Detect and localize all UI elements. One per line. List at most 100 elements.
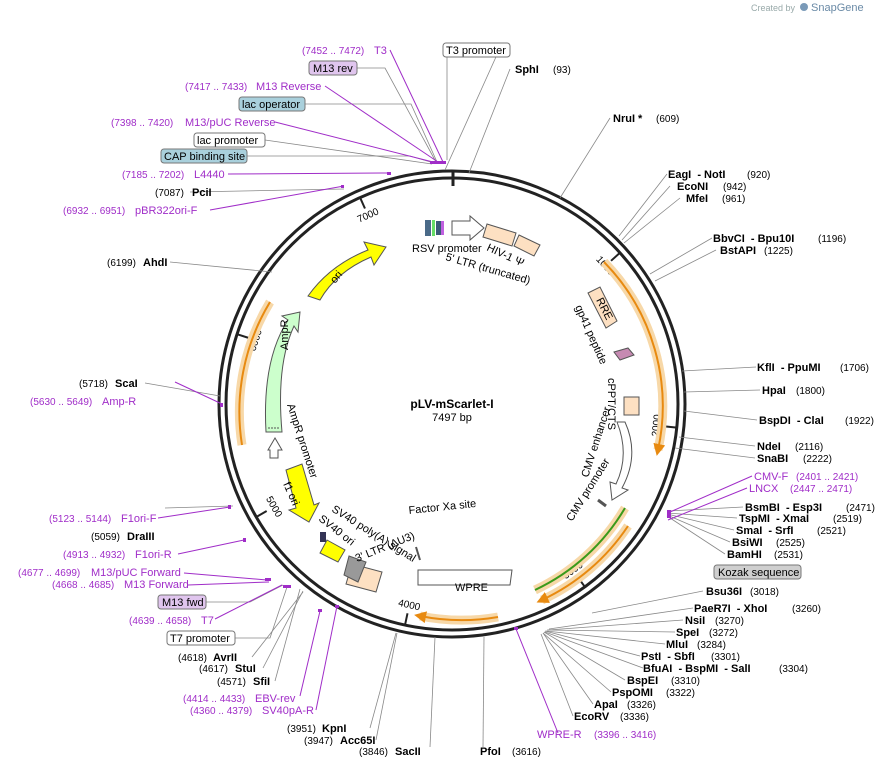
left-mid-labels: (6199) AhdI (5718) ScaI (5630 .. 5649) A… xyxy=(30,257,167,408)
enzyme-spei-pos: (3272) xyxy=(709,628,738,639)
enzyme-bsmbi[interactable]: BsmBI - Esp3I xyxy=(745,502,822,514)
kozak-box[interactable] xyxy=(713,564,802,580)
ltr5-feature[interactable] xyxy=(482,223,517,247)
cppt-feature[interactable] xyxy=(623,396,640,416)
enzyme-hpai[interactable]: HpaI xyxy=(762,385,786,397)
enzyme-bbvci[interactable]: BbvCI - Bpu10I xyxy=(713,233,794,245)
enzyme-psti[interactable]: PstI - SbfI xyxy=(641,651,695,663)
ampr-arrow[interactable] xyxy=(265,311,301,433)
m13fwd-box[interactable] xyxy=(157,594,207,610)
enzyme-sacii[interactable]: SacII xyxy=(395,746,421,758)
enzyme-bstapi[interactable]: BstAPI xyxy=(720,245,756,257)
enzyme-pcii-pos: (7087) xyxy=(155,188,184,199)
rre-feature[interactable] xyxy=(587,286,618,329)
t3-promoter-feature[interactable] xyxy=(441,221,444,235)
ori-arrow[interactable] xyxy=(307,241,387,301)
primer-sv40pa[interactable]: SV40pA-R xyxy=(262,705,314,717)
enzyme-kfli[interactable]: KflI - PpuMI xyxy=(757,362,821,374)
primer-m13reverse[interactable]: M13 Reverse xyxy=(256,81,321,93)
orange-arc-left[interactable] xyxy=(238,301,271,446)
enzyme-bspei[interactable]: BspEI xyxy=(627,675,658,687)
enzyme-mlui[interactable]: MluI xyxy=(666,639,688,651)
m13rev-box[interactable] xyxy=(308,60,358,76)
enzyme-mfei[interactable]: MfeI xyxy=(686,193,708,205)
enzyme-pfoi[interactable]: PfoI xyxy=(480,746,501,758)
lac-promoter-feature[interactable] xyxy=(432,220,435,236)
enzyme-ecorv[interactable]: EcoRV xyxy=(574,711,610,723)
enzyme-smai[interactable]: SmaI - SrfI xyxy=(736,525,793,537)
enzyme-acc65i[interactable]: Acc65I xyxy=(340,735,375,747)
primer-l4440[interactable]: L4440 xyxy=(194,169,225,181)
gp41-feature[interactable] xyxy=(613,347,635,361)
cap-binding-box[interactable] xyxy=(160,148,248,164)
enzyme-sphi[interactable]: SphI xyxy=(515,64,539,76)
orange-arc-bottom[interactable] xyxy=(414,611,499,624)
enzyme-ndei[interactable]: NdeI xyxy=(757,441,781,453)
lac-promoter-box[interactable] xyxy=(193,132,266,148)
rsv-promoter-arrow[interactable] xyxy=(451,214,485,242)
lac-operator-box[interactable] xyxy=(238,96,306,112)
hiv-psi-feature[interactable] xyxy=(513,234,541,257)
enzyme-psti-pos: (3301) xyxy=(711,652,740,663)
cap-site-feature[interactable] xyxy=(425,220,431,236)
primer-wpre-r[interactable]: WPRE-R xyxy=(537,729,582,741)
enzyme-bbvci-pos: (1196) xyxy=(818,234,846,245)
enzyme-spei[interactable]: SpeI xyxy=(676,627,699,639)
enzyme-bamhi[interactable]: BamHI xyxy=(727,549,762,561)
enzyme-ahdi[interactable]: AhdI xyxy=(143,257,167,269)
primer-f1orif[interactable]: F1ori-F xyxy=(121,513,157,525)
enzyme-bsu36i[interactable]: Bsu36I xyxy=(706,586,742,598)
enzyme-draiii[interactable]: DraIII xyxy=(127,531,155,543)
cmv-enhancer-arrow[interactable] xyxy=(609,421,633,501)
enzyme-stui[interactable]: StuI xyxy=(235,663,256,675)
rsv-promoter-label: RSV promoter xyxy=(412,243,482,255)
sv40-small-feature[interactable] xyxy=(320,532,326,542)
enzyme-eagi-noti[interactable]: EagI - NotI xyxy=(668,169,725,181)
enzyme-snabi[interactable]: SnaBI xyxy=(757,453,788,465)
enzyme-bfuai[interactable]: BfuAI - BspMI - SalI xyxy=(643,663,751,675)
factorxa-feature[interactable] xyxy=(415,546,421,561)
primer-ebv[interactable]: EBV-rev xyxy=(255,693,296,705)
credit-brand[interactable]: SnapGene xyxy=(811,2,864,14)
primer-m13pucf[interactable]: M13/pUC Forward xyxy=(91,567,181,579)
primer-t3[interactable]: T3 xyxy=(374,45,387,57)
f1ori-arrow[interactable] xyxy=(285,463,321,523)
enzyme-apai[interactable]: ApaI xyxy=(594,699,618,711)
sv40pa-feature[interactable] xyxy=(343,555,367,583)
primer-cmv-f[interactable]: CMV-F xyxy=(754,471,789,483)
enzyme-avrii[interactable]: AvrII xyxy=(213,652,237,664)
enzyme-bspdi-clai[interactable]: BspDI - ClaI xyxy=(759,415,824,427)
cap-binding-label: CAP binding site xyxy=(164,151,245,163)
t3-promoter-box[interactable] xyxy=(442,42,511,58)
enzyme-scai[interactable]: ScaI xyxy=(115,378,138,390)
lac-operator-label: lac operator xyxy=(242,99,300,111)
enzyme-pcii[interactable]: PciI xyxy=(192,187,212,199)
mscarlet-arc[interactable] xyxy=(534,507,626,591)
enzyme-nrui[interactable]: NruI * xyxy=(613,113,643,125)
enzyme-sfii[interactable]: SfiI xyxy=(253,676,270,688)
primer-m13puc[interactable]: M13/pUC Reverse xyxy=(185,117,275,129)
primer-pbr[interactable]: pBR322ori-F xyxy=(135,205,198,217)
t3-promoter-label: T3 promoter xyxy=(446,45,506,57)
primer-ebv-range: (4414 .. 4433) xyxy=(183,694,245,705)
enzyme-bsiwi[interactable]: BsiWI xyxy=(732,537,763,549)
primer-m13f[interactable]: M13 Forward xyxy=(124,579,189,591)
enzyme-econi[interactable]: EcoNI xyxy=(677,181,708,193)
sv40ori-feature[interactable] xyxy=(319,539,346,563)
primer-t7[interactable]: T7 xyxy=(201,615,214,627)
enzyme-kpni[interactable]: KpnI xyxy=(322,723,346,735)
t7-promoter-box[interactable] xyxy=(166,630,236,646)
enzyme-tspmi[interactable]: TspMI - XmaI xyxy=(739,513,809,525)
lac-operator-feature[interactable] xyxy=(436,221,441,235)
orange-arc-lower[interactable] xyxy=(536,525,629,603)
enzyme-nsii[interactable]: NsiI xyxy=(685,615,705,627)
enzyme-bsu36i-pos: (3018) xyxy=(750,587,779,598)
primer-f1orir[interactable]: F1ori-R xyxy=(135,549,172,561)
wpre-feature[interactable] xyxy=(417,569,513,586)
orange-arc-right[interactable] xyxy=(603,261,666,456)
primer-ampr[interactable]: Amp-R xyxy=(102,396,136,408)
enzyme-pspomi[interactable]: PspOMI xyxy=(612,687,653,699)
enzyme-paer7i[interactable]: PaeR7I - XhoI xyxy=(694,603,767,615)
ampr-promoter-arrow[interactable] xyxy=(267,437,283,459)
primer-lncx[interactable]: LNCX xyxy=(749,483,779,495)
